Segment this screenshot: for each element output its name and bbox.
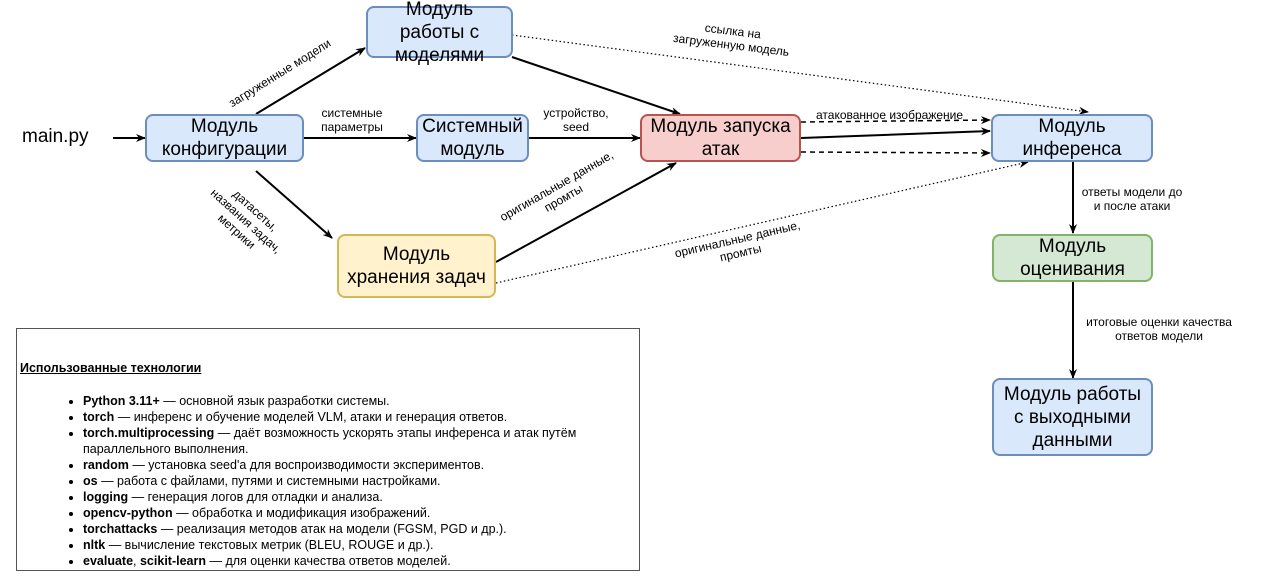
technologies-title: Использованные технологии [20, 361, 202, 375]
edge-models-to-attacks [511, 56, 681, 115]
list-item: evaluate, scikit-learn — для оценки каче… [83, 553, 603, 569]
label-attacked-image: атакованное изображение [816, 108, 964, 122]
node-tasks: Модуль хранения задач [337, 234, 496, 298]
technologies-box: Использованные технологии Python 3.11+ —… [16, 328, 640, 571]
node-config: Модуль конфигурации [145, 114, 304, 162]
node-attacks: Модуль запуска атак [640, 114, 801, 162]
node-evaluation: Модуль оценивания [992, 234, 1153, 282]
node-system: Системный модуль [416, 114, 529, 162]
edge-attacks-to-inference [800, 127, 991, 139]
list-item: Python 3.11+ — основной язык разработки … [83, 393, 603, 409]
edge-attacked-image-2 [800, 148, 991, 157]
node-models: Модуль работы с моделями [366, 0, 513, 66]
edge-config-to-tasks [255, 170, 333, 239]
entry-main-py: main.py [22, 126, 89, 147]
list-item: os — работа с файлами, путями и системны… [83, 473, 603, 489]
list-item: opencv-python — обработка и модификация … [83, 505, 603, 521]
list-item: torch.multiprocessing — даёт возможность… [83, 425, 603, 457]
node-output: Модуль работы с выходными данными [992, 378, 1153, 456]
edge-tasks-orig-to-inference [495, 160, 1029, 284]
edge-config-to-models [255, 47, 366, 115]
edge-attacked-image-1 [800, 116, 991, 125]
edge-models-link-to-inference [511, 34, 1089, 115]
list-item: torch — инференс и обучение моделей VLM,… [83, 409, 603, 425]
label-device-seed: устройство,seed [543, 106, 609, 134]
list-item: torchattacks — реализация методов атак н… [83, 521, 603, 537]
technologies-list: Python 3.11+ — основной язык разработки … [37, 393, 603, 569]
list-item: nltk — вычисление текстовых метрик (BLEU… [83, 537, 603, 553]
node-inference: Модуль инференса [991, 114, 1153, 162]
list-item: random — установка seed'а для воспроизво… [83, 457, 603, 473]
list-item: logging — генерация логов для отладки и … [83, 489, 603, 505]
edge-tasks-to-attacks [495, 162, 677, 263]
